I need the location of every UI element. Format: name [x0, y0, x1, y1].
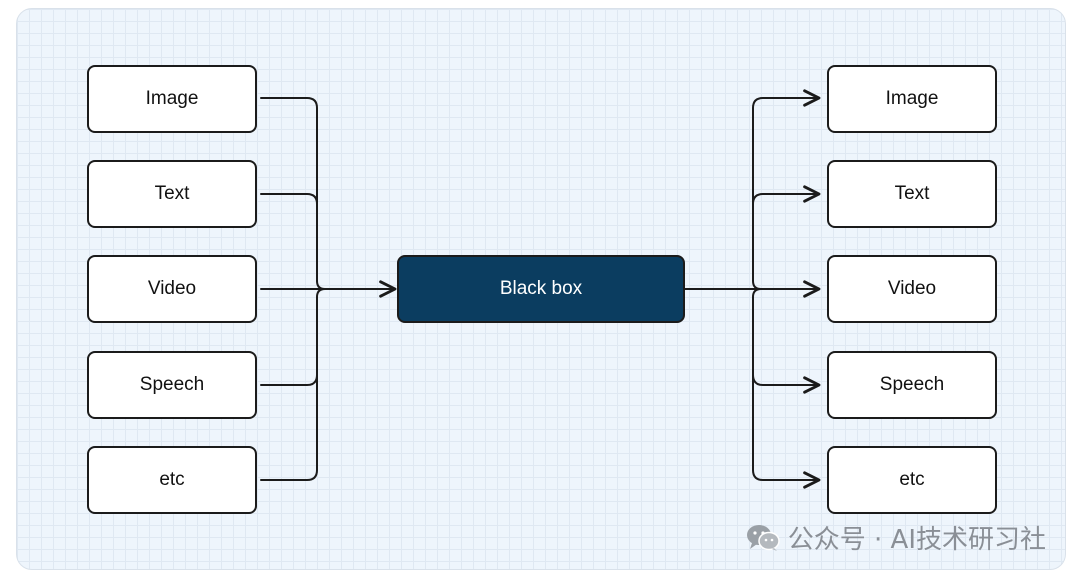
output-node-etc: etc	[827, 446, 997, 514]
diagram-canvas: Image Text Video Speech etc Black box Im…	[16, 8, 1066, 570]
edge-output-speech	[752, 374, 821, 394]
watermark-text: 公众号 · AI技术研习社	[787, 525, 1046, 555]
wechat-icon	[746, 524, 780, 551]
input-node-label: Speech	[139, 374, 205, 395]
input-node-etc: etc	[87, 446, 257, 514]
output-node-image: Image	[827, 65, 997, 133]
edge-output-image	[752, 89, 821, 290]
watermark: 公众号 · AI技术研习社	[746, 519, 1046, 556]
input-node-label: Text	[154, 183, 190, 204]
input-node-text: Text	[87, 160, 257, 228]
edge-output-text	[752, 185, 821, 205]
output-node-label: etc	[899, 469, 925, 490]
output-node-label: Image	[885, 88, 939, 109]
edge-output-etc	[752, 288, 821, 489]
connector-lines	[260, 89, 821, 489]
input-node-video: Video	[87, 255, 257, 323]
input-node-speech: Speech	[87, 351, 257, 419]
edge-input-speech	[260, 296, 318, 386]
edge-input-etc	[260, 288, 326, 481]
input-node-label: Video	[147, 278, 197, 299]
output-node-label: Video	[887, 278, 937, 299]
output-node-label: Text	[894, 183, 930, 204]
edge-input-text	[260, 193, 318, 282]
input-node-label: etc	[159, 469, 185, 490]
output-node-speech: Speech	[827, 351, 997, 419]
input-node-image: Image	[87, 65, 257, 133]
output-node-label: Speech	[879, 374, 945, 395]
output-node-text: Text	[827, 160, 997, 228]
output-node-video: Video	[827, 255, 997, 323]
input-node-label: Image	[145, 88, 199, 109]
black-box-node: Black box	[397, 255, 685, 323]
black-box-label: Black box	[499, 278, 583, 299]
